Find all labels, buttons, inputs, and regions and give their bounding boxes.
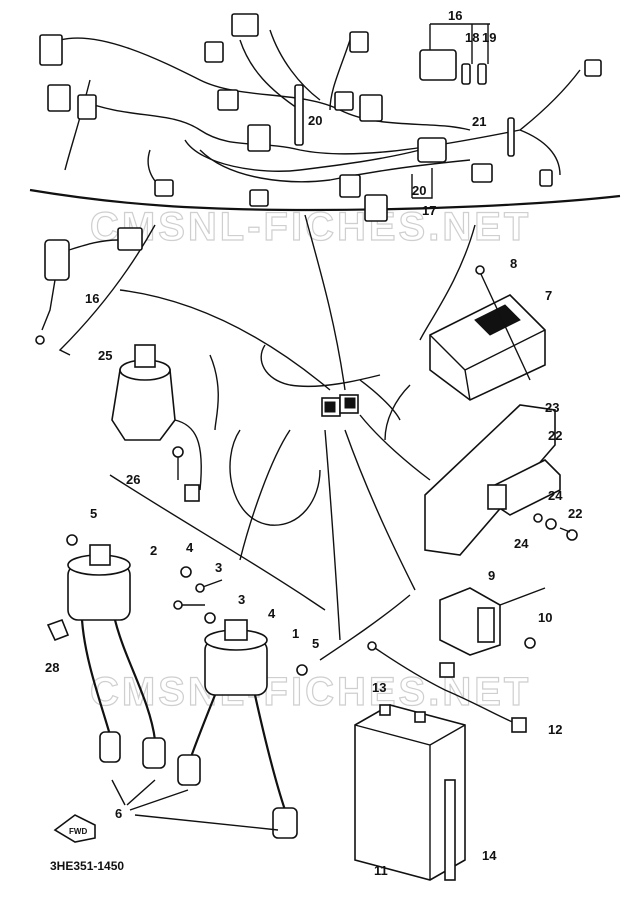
callout-22: 23 (545, 400, 559, 415)
callout-23: 22 (568, 506, 582, 521)
part-22-plate (424, 404, 556, 556)
wire-harness (29, 13, 621, 222)
callout-5: 5 (312, 636, 319, 651)
callout-13: 13 (372, 680, 386, 695)
callout-9: 9 (488, 568, 495, 583)
forward-arrow: FWD (53, 814, 96, 843)
watermark-bottom: CMSNL-FICHES.NET (90, 670, 531, 714)
part-27-screw (172, 446, 184, 480)
callout-1: 1 (292, 626, 299, 641)
section-lines (58, 214, 476, 661)
callout-25: 24 (514, 536, 529, 551)
callout-20: 21 (472, 114, 486, 129)
callout-28: 28 (45, 660, 59, 675)
callout-4: 4 (186, 540, 194, 555)
small-hardware (46, 534, 308, 676)
motorcycle-outline (229, 344, 411, 526)
callout-17: 18 (465, 30, 479, 45)
part-6-plug-caps (99, 731, 298, 839)
part-21-rectifier (487, 459, 561, 516)
callout-15: 16 (85, 291, 99, 306)
callout-19: 20 (412, 183, 426, 198)
watermark-top: CMSNL-FICHES.NET (90, 205, 531, 249)
part-15-switch (35, 227, 143, 345)
part-23-25-hardware (533, 513, 578, 541)
callout-8: 8 (510, 256, 517, 271)
callout-12: 12 (548, 722, 562, 737)
part-26-main-switch (111, 344, 202, 502)
callout-4: 4 (268, 606, 276, 621)
part-9-starter-relay (439, 587, 546, 656)
callout-26: 25 (98, 348, 112, 363)
callout-14: 14 (482, 848, 497, 863)
callout-16: 16 (448, 8, 462, 23)
callout-2: 2 (150, 543, 157, 558)
callout-27: 26 (126, 472, 140, 487)
part-8-screw (475, 265, 531, 381)
callout-10: 10 (538, 610, 552, 625)
part-1-ignition-coil (188, 619, 287, 811)
part-12-13-cables (367, 641, 527, 733)
callout-16: 17 (422, 203, 436, 218)
fwd-label: FWD (69, 827, 87, 836)
callout-21: 22 (548, 428, 562, 443)
part-7-cdi-unit (429, 294, 546, 401)
part-14-breather-hose (444, 779, 456, 881)
part-2-ignition-coil (67, 544, 157, 741)
callout-6: 6 (115, 806, 122, 821)
callout-7: 7 (545, 288, 552, 303)
callout-3: 3 (238, 592, 245, 607)
callout-24: 24 (548, 488, 563, 503)
diagram-code: 3HE351-1450 (50, 859, 124, 873)
callout-labels: 16 18 19 20 21 20 17 8 7 16 25 23 22 26 … (45, 8, 582, 878)
part-11-battery (354, 704, 466, 881)
callout-18: 19 (482, 30, 496, 45)
callout-20: 20 (308, 113, 322, 128)
callout-11: 11 (374, 863, 388, 878)
callout-3: 3 (215, 560, 222, 575)
callout-5: 5 (90, 506, 97, 521)
